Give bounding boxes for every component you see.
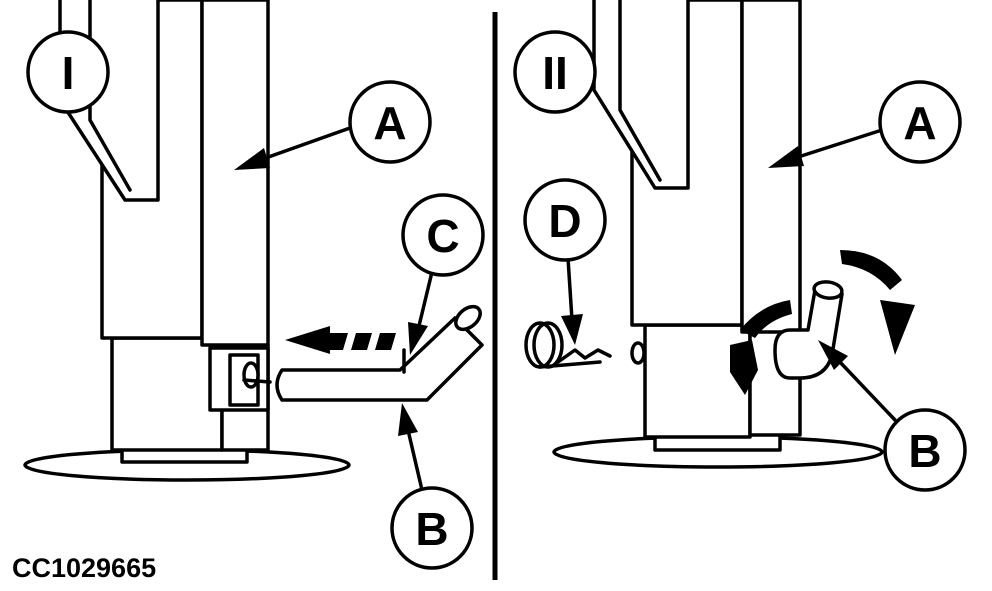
panel-2-label: II <box>513 30 597 114</box>
svg-text:A: A <box>373 97 406 149</box>
panel-2-inner-tube <box>643 323 752 439</box>
panel-1-insert-arrow <box>285 326 396 354</box>
panel-2-rotate-arrows <box>730 250 915 395</box>
panel-2-callout-b: B <box>818 340 967 492</box>
panel-1-callout-a: A <box>234 80 432 170</box>
panel-2-callout-a: A <box>768 80 962 168</box>
svg-text:I: I <box>62 47 75 99</box>
svg-text:II: II <box>542 47 568 99</box>
svg-text:B: B <box>908 425 941 477</box>
panel-2-illustration <box>524 0 915 469</box>
panel-1-label: I <box>26 30 110 114</box>
panel-2-lock-pin <box>773 288 844 380</box>
panel-2-cotter-pin <box>524 321 612 369</box>
figure-code: CC1029665 <box>12 553 156 583</box>
panel-1-callout-c: C <box>401 193 485 355</box>
panel-2-mount-bracket <box>592 0 690 190</box>
panel-1-lock-pin <box>275 316 484 402</box>
svg-text:C: C <box>426 210 459 262</box>
svg-text:B: B <box>415 503 448 555</box>
svg-text:D: D <box>548 195 581 247</box>
panel-1-callout-b: B <box>390 403 474 570</box>
panel-1-inner-tube <box>110 336 224 452</box>
panel-2-callout-d: D <box>523 178 607 345</box>
panel-1-outer-tube-side <box>200 0 270 347</box>
svg-text:A: A <box>903 97 936 149</box>
